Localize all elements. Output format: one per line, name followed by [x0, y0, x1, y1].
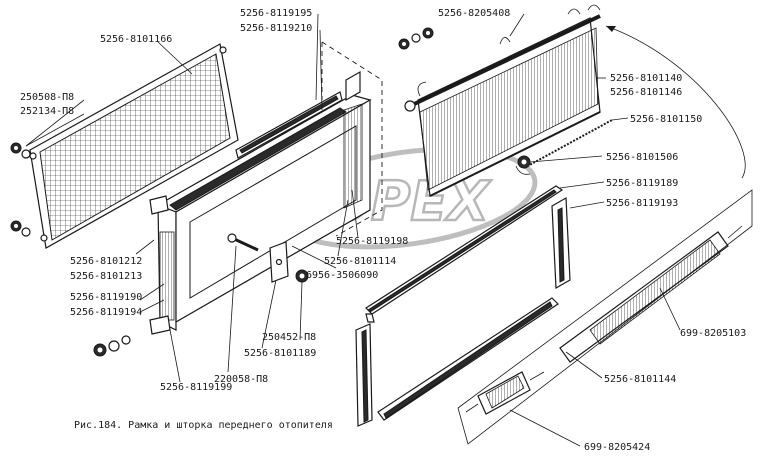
nuts-upper-middle	[398, 27, 434, 50]
label-5256-8101150: 5256-8101150	[630, 114, 702, 125]
mesh-filter-panel	[29, 43, 239, 249]
profile-8119193	[551, 196, 571, 290]
heater-8205103	[559, 225, 743, 363]
label-5256-8101144: 5256-8101144	[604, 374, 676, 385]
label-5256-8119198: 5256-8119198	[336, 236, 408, 247]
bracket-8101189	[269, 241, 289, 283]
label-5256-8119190: 5256-8119190	[70, 292, 142, 303]
leader-lines	[25, 13, 681, 447]
label-5256-8101114: 5256-8101114	[324, 256, 396, 267]
nuts-lower-left	[93, 335, 131, 357]
label-5256-8119194: 5256-8119194	[70, 307, 142, 318]
heater-8205424	[465, 371, 545, 415]
label-5256-8119189: 5256-8119189	[606, 178, 678, 189]
assembly-plane	[457, 189, 753, 445]
label-5256-8119210: 5256-8119210	[240, 23, 312, 34]
label-5256-8101146: 5256-8101146	[610, 87, 682, 98]
label-5256-8101140: 5256-8101140	[610, 73, 682, 84]
part-labels: 5256-8101166 250508-П8 252134-П8 5256-81…	[20, 8, 746, 453]
label-5256-8119199: 5256-8119199	[160, 382, 232, 393]
dashed-outline	[321, 41, 383, 237]
label-699-8205103: 699-8205103	[680, 328, 746, 339]
label-5256-8119195: 5256-8119195	[240, 8, 312, 19]
label-250508-p8: 250508-П8	[20, 92, 74, 103]
label-5256-8205408: 5256-8205408	[438, 8, 510, 19]
figure-caption: Рис.184. Рамка и шторка переднего отопит…	[74, 420, 333, 431]
label-5256-8101189: 5256-8101189	[244, 348, 316, 359]
seal-strip-top	[235, 91, 343, 159]
label-252134-p8: 252134-П8	[20, 106, 74, 117]
bolt-220058	[227, 233, 259, 252]
label-250452-p8: 250452-П8	[262, 332, 316, 343]
label-5256-8101166: 5256-8101166	[100, 34, 172, 45]
nuts-left	[10, 142, 31, 237]
assembly-arrow	[605, 25, 746, 179]
label-6956-3506090: 6956-3506090	[306, 270, 378, 281]
label-699-8205424: 699-8205424	[584, 442, 650, 453]
label-5256-8119193: 5256-8119193	[606, 198, 678, 209]
label-5256-8101506: 5256-8101506	[606, 152, 678, 163]
label-220058-p8: 220058-П8	[214, 374, 268, 385]
spring-8101150	[523, 119, 613, 169]
main-frame	[149, 70, 372, 335]
roller-blind	[404, 4, 601, 197]
label-5256-8101212: 5256-8101212	[70, 256, 142, 267]
profile-lower	[355, 297, 559, 427]
profile-8119189	[365, 185, 564, 323]
label-5256-8101213: 5256-8101213	[70, 271, 142, 282]
